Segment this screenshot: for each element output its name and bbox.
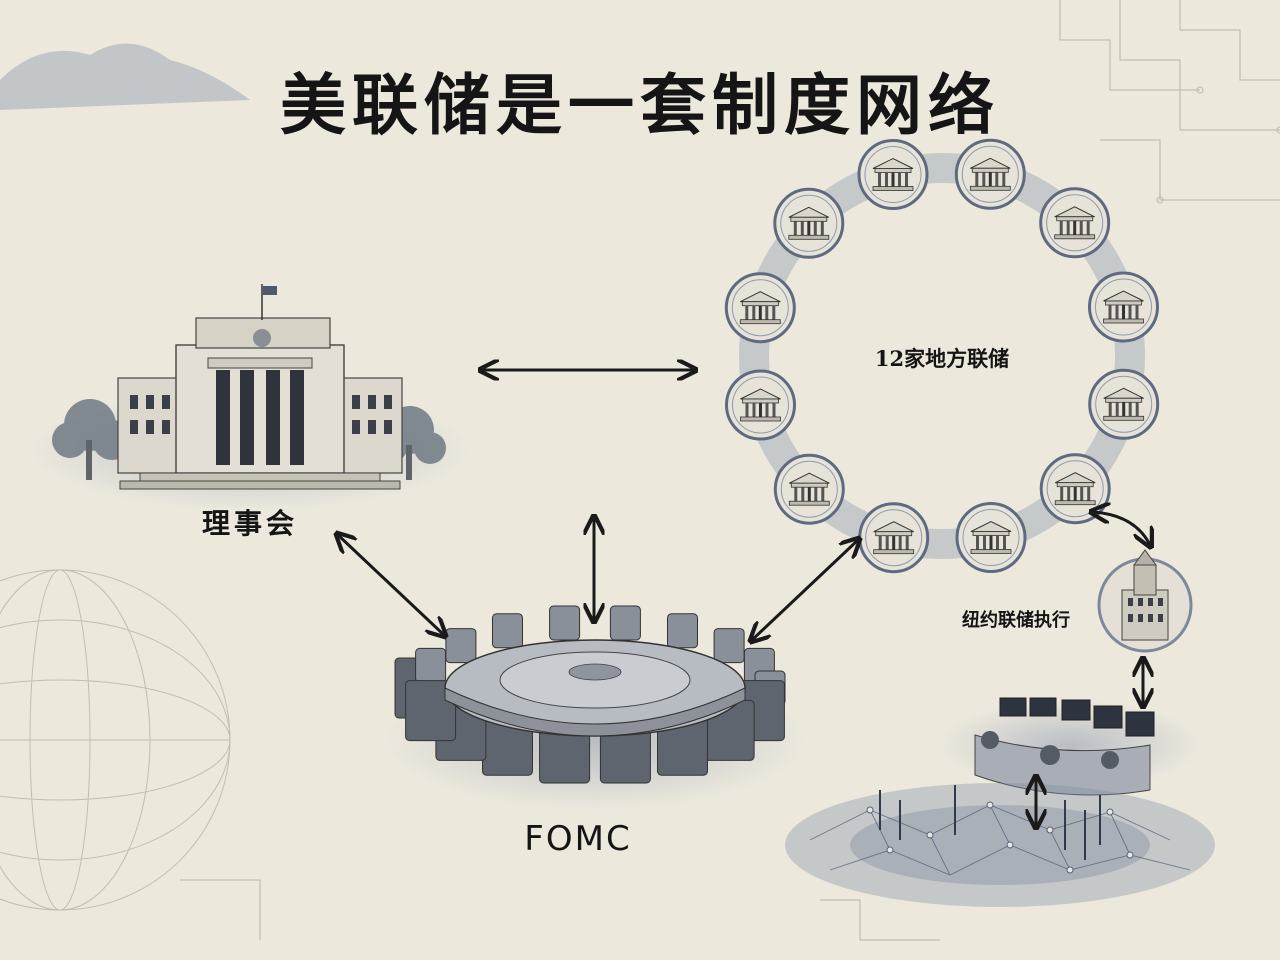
chair-icon: [492, 613, 523, 649]
regional-banks-ring: [724, 138, 1160, 574]
market-network-illustration: [785, 783, 1215, 907]
arrow-regional-nyfed: [1093, 512, 1150, 545]
regional-bank-node: [858, 502, 930, 574]
chair-icon: [445, 628, 477, 664]
regional-bank-node: [954, 138, 1026, 210]
circuit-decoration: [180, 0, 1280, 941]
regional-bank-node: [724, 272, 796, 344]
chair-icon: [609, 605, 641, 641]
regional-bank-node: [773, 453, 845, 525]
arrow-regional-fomc: [752, 540, 858, 640]
regional-bank-node: [955, 502, 1027, 573]
chair-icon: [667, 613, 698, 649]
regional-banks-label: 12家地方联储: [875, 346, 1009, 371]
regional-bank-node: [1039, 187, 1111, 259]
fomc-label: FOMC: [524, 819, 631, 859]
chair-icon: [415, 647, 447, 683]
ny-fed-label: 纽约联储执行: [962, 609, 1070, 631]
chair-icon: [549, 605, 581, 641]
regional-bank-node: [773, 187, 845, 259]
page-title: 美联储是一套制度网络: [280, 66, 1000, 144]
fomc-table-illustration: [385, 605, 805, 810]
ny-fed-building-illustration: [1097, 549, 1193, 653]
chair-icon: [713, 628, 745, 664]
regional-bank-node: [1088, 271, 1159, 343]
arrow-board-fomc: [338, 535, 444, 635]
regional-bank-node: [1088, 368, 1160, 440]
regional-bank-node: [857, 139, 929, 210]
board-building-illustration: [30, 284, 470, 510]
trading-desk-illustration: [940, 697, 1200, 796]
board-label: 理事会: [202, 507, 298, 540]
connector-arrows: [338, 370, 1150, 826]
globe-decoration: [0, 569, 231, 911]
mountain-wash-decoration: [0, 43, 250, 110]
regional-bank-node: [725, 369, 796, 441]
chair-icon: [405, 680, 457, 742]
